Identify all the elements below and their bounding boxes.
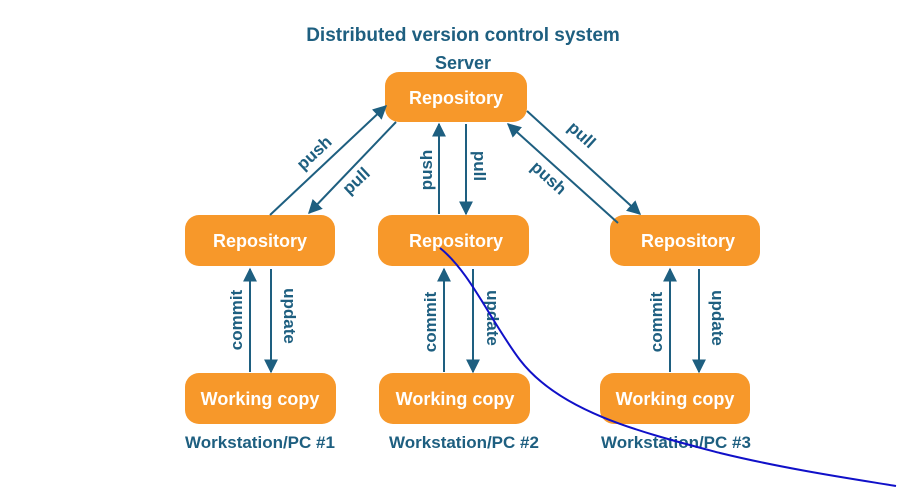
working-copy-node-pc3: Working copy — [600, 373, 750, 424]
diagram-title: Distributed version control system — [306, 25, 620, 46]
annotation-stroke — [439, 247, 897, 487]
push-arrow-pc3 — [506, 123, 619, 224]
repository-node-pc3: Repository — [610, 215, 760, 266]
working-copy-node-pc1: Working copy — [185, 373, 336, 424]
working-copy-label-pc3: Working copy — [616, 389, 735, 409]
workstation-caption-pc2: Workstation/PC #2 — [389, 433, 539, 452]
push-label-pc3: push — [527, 157, 570, 198]
repository-label-pc1: Repository — [213, 231, 307, 251]
commit-label-pc3: commit — [647, 291, 666, 352]
pull-label-pc2: pull — [470, 151, 489, 181]
commit-label-pc2: commit — [421, 291, 440, 352]
pull-label-pc1: pull — [339, 164, 374, 199]
repository-node-pc1: Repository — [185, 215, 335, 266]
server-label: Server — [435, 53, 491, 73]
pull-arrow-pc3 — [526, 110, 642, 215]
workstation-caption-pc1: Workstation/PC #1 — [185, 433, 335, 452]
push-label-pc1: push — [293, 132, 336, 174]
working-copy-label-pc2: Working copy — [396, 389, 515, 409]
pull-arrow-pc1 — [308, 121, 397, 215]
working-copy-node-pc2: Working copy — [379, 373, 530, 424]
commit-label-pc1: commit — [227, 289, 246, 350]
repository-label-pc2: Repository — [409, 231, 503, 251]
update-label-pc1: update — [280, 288, 299, 344]
server-repository-node: Repository — [385, 72, 527, 122]
pull-label-pc3: pull — [564, 118, 599, 152]
update-label-pc3: update — [708, 290, 727, 346]
repository-label-pc3: Repository — [641, 231, 735, 251]
server-repository-label: Repository — [409, 88, 503, 108]
push-label-pc2: push — [417, 150, 436, 191]
repository-node-pc2: Repository — [378, 215, 529, 266]
working-copy-label-pc1: Working copy — [201, 389, 320, 409]
push-arrow-pc1 — [269, 105, 388, 216]
workstation-caption-pc3: Workstation/PC #3 — [601, 433, 751, 452]
